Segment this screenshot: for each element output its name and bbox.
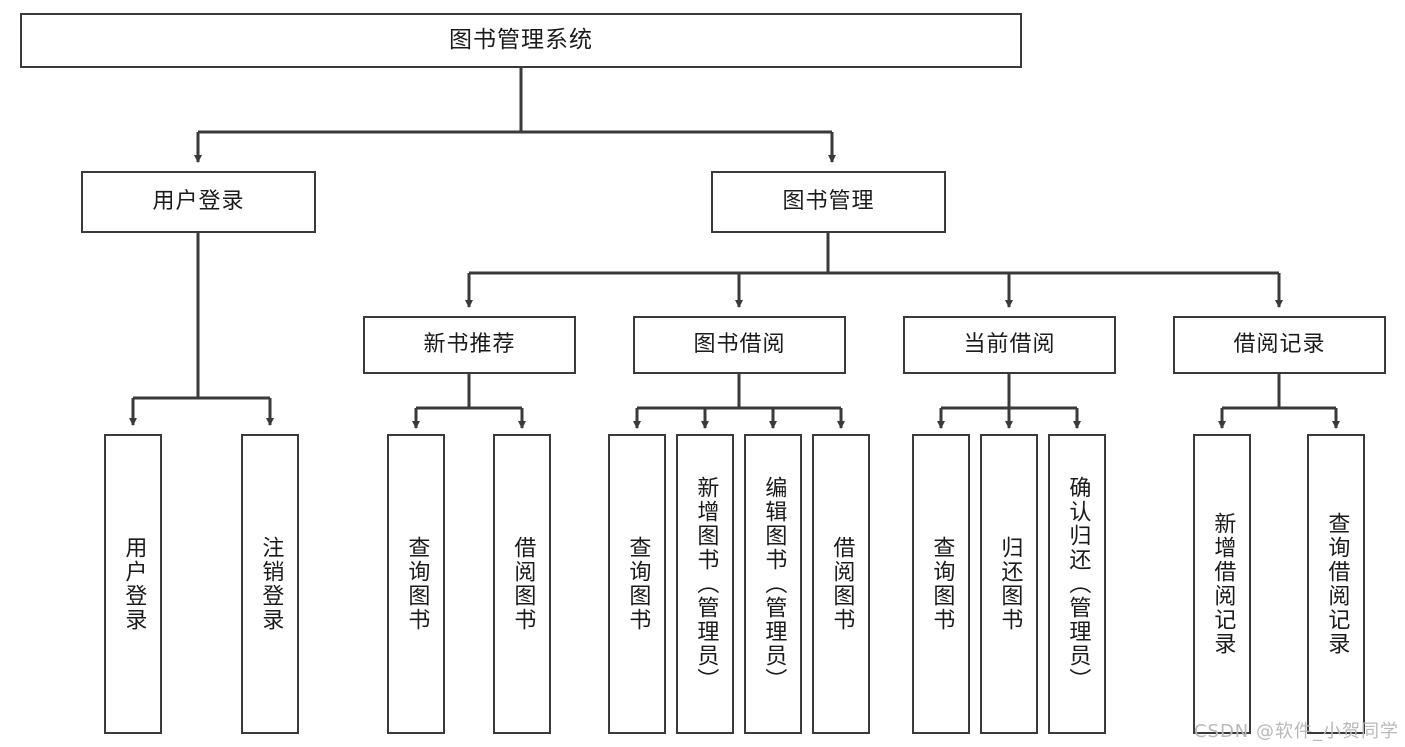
node-leaf-borrow-book-recommend[interactable]: 借阅图书 <box>493 434 551 734</box>
node-label: 图书借阅 <box>693 332 786 357</box>
node-leaf-add-borrow-record[interactable]: 新增借阅记录 <box>1193 434 1251 734</box>
node-borrow-record[interactable]: 借阅记录 <box>1173 316 1386 374</box>
node-user-login[interactable]: 用户登录 <box>81 171 316 233</box>
node-leaf-user-login[interactable]: 用户登录 <box>104 434 162 734</box>
node-label: 用户登录 <box>152 189 245 214</box>
node-leaf-query-book-recommend[interactable]: 查询图书 <box>387 434 445 734</box>
node-leaf-borrow-book[interactable]: 借阅图书 <box>812 434 870 734</box>
node-current-borrow[interactable]: 当前借阅 <box>903 316 1116 374</box>
node-leaf-confirm-return-admin[interactable]: 确认归还（管理员） <box>1048 434 1106 734</box>
node-label: 用户登录 <box>121 536 147 632</box>
node-label: 图书管理 <box>782 189 875 214</box>
node-label: 当前借阅 <box>963 332 1056 357</box>
node-root-book-management-system[interactable]: 图书管理系统 <box>20 13 1022 68</box>
node-label: 借阅图书 <box>510 536 536 632</box>
node-book-manage[interactable]: 图书管理 <box>711 171 946 233</box>
node-label: 查询图书 <box>625 536 651 632</box>
node-leaf-edit-book-admin[interactable]: 编辑图书（管理员） <box>744 434 802 734</box>
node-leaf-return-book[interactable]: 归还图书 <box>980 434 1038 734</box>
node-leaf-query-book-borrow[interactable]: 查询图书 <box>608 434 666 734</box>
node-label: 注销登录 <box>258 536 284 632</box>
node-label: 查询借阅记录 <box>1324 512 1350 656</box>
node-leaf-add-book-admin[interactable]: 新增图书（管理员） <box>676 434 734 734</box>
node-new-book-recommend[interactable]: 新书推荐 <box>363 316 576 374</box>
node-label: 新增借阅记录 <box>1210 512 1236 656</box>
node-leaf-query-borrow-record[interactable]: 查询借阅记录 <box>1307 434 1365 734</box>
node-label: 查询图书 <box>404 536 430 632</box>
node-label: 新增图书（管理员） <box>693 476 719 692</box>
node-label: 确认归还（管理员） <box>1065 476 1091 692</box>
node-book-borrow[interactable]: 图书借阅 <box>633 316 846 374</box>
node-label: 借阅记录 <box>1233 332 1326 357</box>
node-label: 查询图书 <box>929 536 955 632</box>
node-label: 借阅图书 <box>829 536 855 632</box>
node-label: 编辑图书（管理员） <box>761 476 787 692</box>
node-leaf-query-book-current[interactable]: 查询图书 <box>912 434 970 734</box>
node-label: 归还图书 <box>997 536 1023 632</box>
node-label: 新书推荐 <box>423 332 516 357</box>
node-leaf-logout[interactable]: 注销登录 <box>241 434 299 734</box>
node-label: 图书管理系统 <box>449 27 593 53</box>
